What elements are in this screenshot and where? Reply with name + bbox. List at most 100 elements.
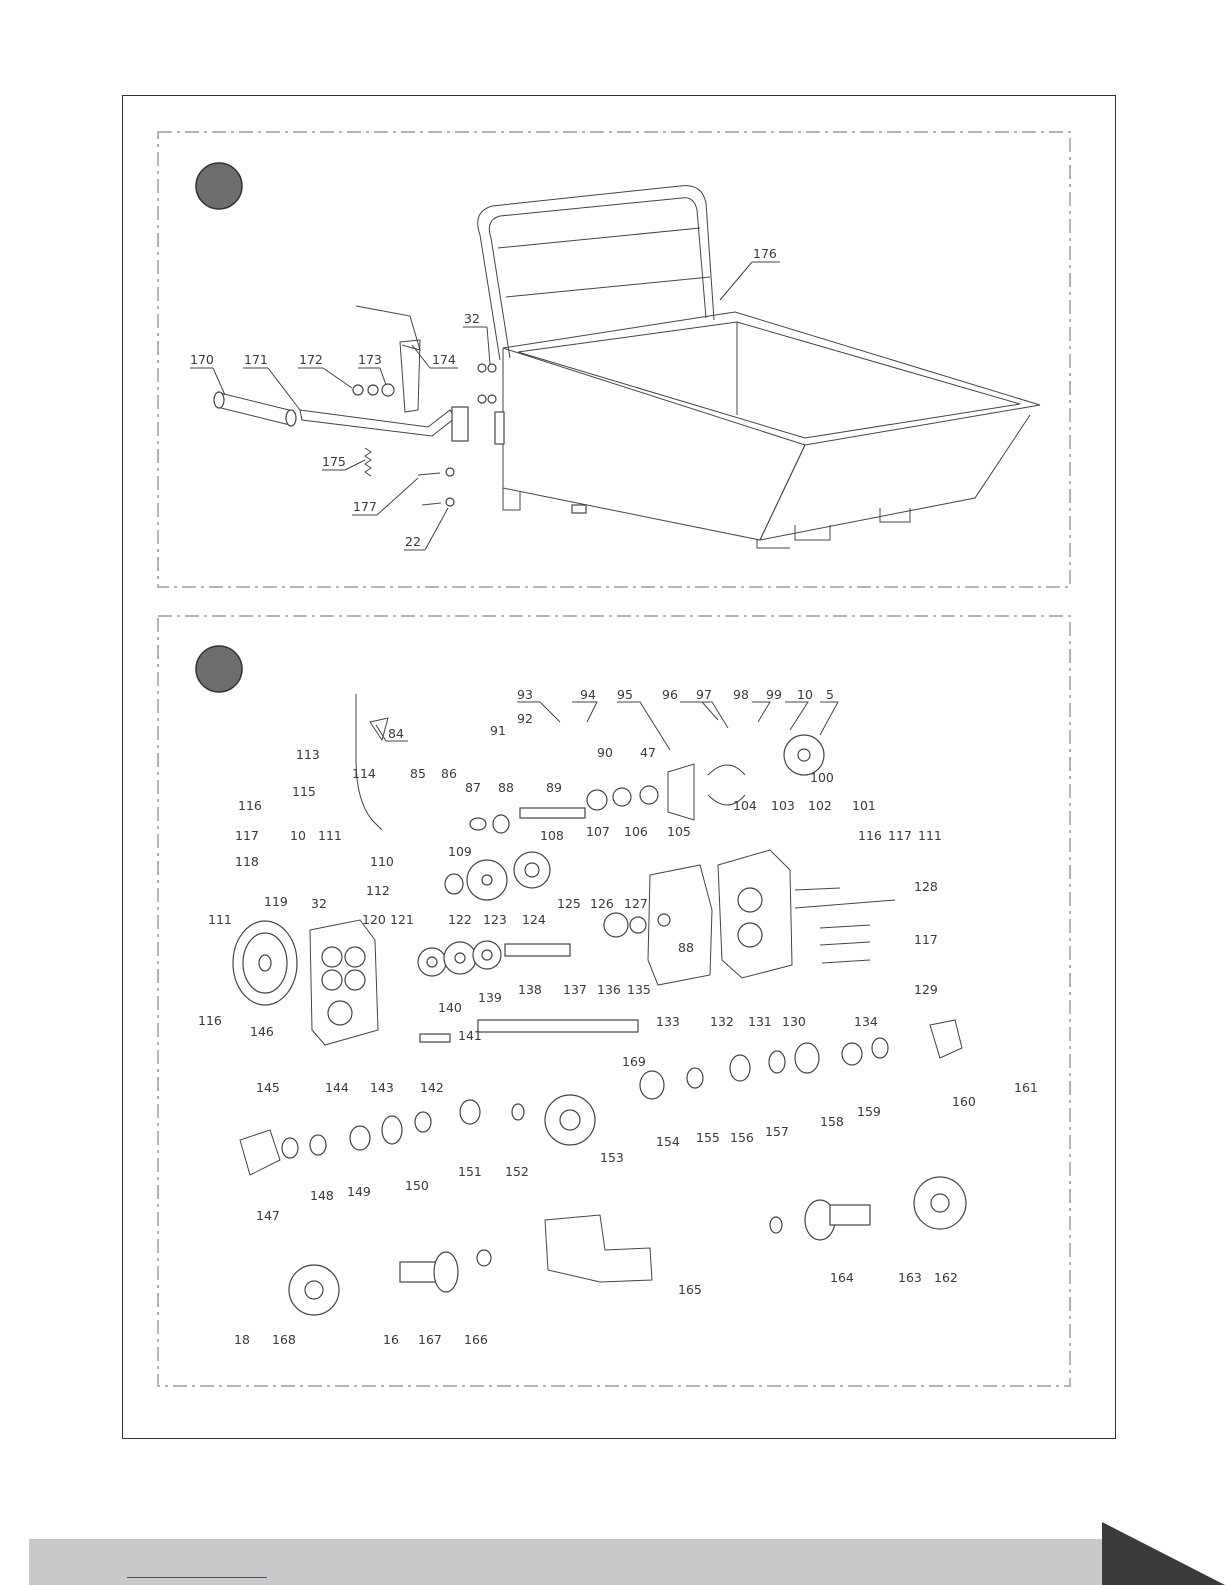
label-132: 132: [710, 1014, 734, 1029]
label-22: 22: [405, 534, 421, 549]
label-163: 163: [898, 1270, 922, 1285]
label-120: 120: [362, 912, 386, 927]
label-151: 151: [458, 1164, 482, 1179]
label-166: 166: [464, 1332, 488, 1347]
label-141: 141: [458, 1028, 482, 1043]
label-101: 101: [852, 798, 876, 813]
label-161: 161: [1014, 1080, 1038, 1095]
label-91: 91: [490, 723, 506, 738]
label-115: 115: [292, 784, 316, 799]
bottom-labels: 84 93 94 95 96 97 98 99 10 5 92 91 90 47…: [198, 687, 1038, 1347]
label-96: 96: [662, 687, 678, 702]
label-110: 110: [370, 854, 394, 869]
label-129: 129: [914, 982, 938, 997]
label-95: 95: [617, 687, 633, 702]
label-144: 144: [325, 1080, 349, 1095]
label-165: 165: [678, 1282, 702, 1297]
label-99: 99: [766, 687, 782, 702]
label-167: 167: [418, 1332, 442, 1347]
label-85: 85: [410, 766, 426, 781]
label-109: 109: [448, 844, 472, 859]
label-128: 128: [914, 879, 938, 894]
label-170: 170: [190, 352, 214, 367]
top-leaders: [190, 261, 780, 551]
page-frame: [122, 95, 1116, 1439]
label-106: 106: [624, 824, 648, 839]
label-104: 104: [733, 798, 757, 813]
label-108: 108: [540, 828, 564, 843]
label-114: 114: [352, 766, 376, 781]
label-142: 142: [420, 1080, 444, 1095]
label-176: 176: [753, 246, 777, 261]
label-107: 107: [586, 824, 610, 839]
label-133: 133: [656, 1014, 680, 1029]
label-136: 136: [597, 982, 621, 997]
label-127: 127: [624, 896, 648, 911]
label-90: 90: [597, 745, 613, 760]
label-177: 177: [353, 499, 377, 514]
label-147: 147: [256, 1208, 280, 1223]
label-10a: 10: [797, 687, 813, 702]
label-116b: 116: [858, 828, 882, 843]
label-32: 32: [464, 311, 480, 326]
label-172: 172: [299, 352, 323, 367]
label-97: 97: [696, 687, 712, 702]
label-89: 89: [546, 780, 562, 795]
panel-bottom-border: [157, 615, 1071, 1387]
label-168: 168: [272, 1332, 296, 1347]
label-111c: 111: [208, 912, 232, 927]
label-150: 150: [405, 1178, 429, 1193]
label-5: 5: [826, 687, 834, 702]
label-139: 139: [478, 990, 502, 1005]
label-111b: 111: [918, 828, 942, 843]
footer-link-underline[interactable]: [127, 1577, 267, 1578]
label-157: 157: [765, 1124, 789, 1139]
transmission-parts: [232, 694, 967, 1316]
label-84: 84: [388, 726, 404, 741]
label-116a: 116: [238, 798, 262, 813]
label-117b: 117: [888, 828, 912, 843]
next-page-arrow-icon[interactable]: [1102, 1522, 1225, 1585]
label-124: 124: [522, 912, 546, 927]
label-159: 159: [857, 1104, 881, 1119]
label-119: 119: [264, 894, 288, 909]
label-10b: 10: [290, 828, 306, 843]
label-47: 47: [640, 745, 656, 760]
label-93: 93: [517, 687, 533, 702]
label-117c: 117: [914, 932, 938, 947]
label-134: 134: [854, 1014, 878, 1029]
label-173: 173: [358, 352, 382, 367]
label-171: 171: [244, 352, 268, 367]
label-131: 131: [748, 1014, 772, 1029]
label-160: 160: [952, 1094, 976, 1109]
label-87: 87: [465, 780, 481, 795]
label-158: 158: [820, 1114, 844, 1129]
label-18: 18: [234, 1332, 250, 1347]
label-145: 145: [256, 1080, 280, 1095]
label-149: 149: [347, 1184, 371, 1199]
label-143: 143: [370, 1080, 394, 1095]
label-112: 112: [366, 883, 390, 898]
panel-top-badge: [195, 162, 243, 210]
label-146: 146: [250, 1024, 274, 1039]
label-174: 174: [432, 352, 456, 367]
footer-bar: [29, 1539, 1114, 1585]
label-164: 164: [830, 1270, 854, 1285]
label-102: 102: [808, 798, 832, 813]
label-154: 154: [656, 1134, 680, 1149]
label-86: 86: [441, 766, 457, 781]
label-140: 140: [438, 1000, 462, 1015]
label-152: 152: [505, 1164, 529, 1179]
top-labels: 176 32 170 171 172 173 174 175 177 22: [190, 246, 777, 549]
bottom-leaders: [375, 701, 839, 751]
label-138: 138: [518, 982, 542, 997]
label-92: 92: [517, 711, 533, 726]
label-111a: 111: [318, 828, 342, 843]
label-105: 105: [667, 824, 691, 839]
label-122: 122: [448, 912, 472, 927]
label-148: 148: [310, 1188, 334, 1203]
label-135: 135: [627, 982, 651, 997]
label-123: 123: [483, 912, 507, 927]
label-117a: 117: [235, 828, 259, 843]
